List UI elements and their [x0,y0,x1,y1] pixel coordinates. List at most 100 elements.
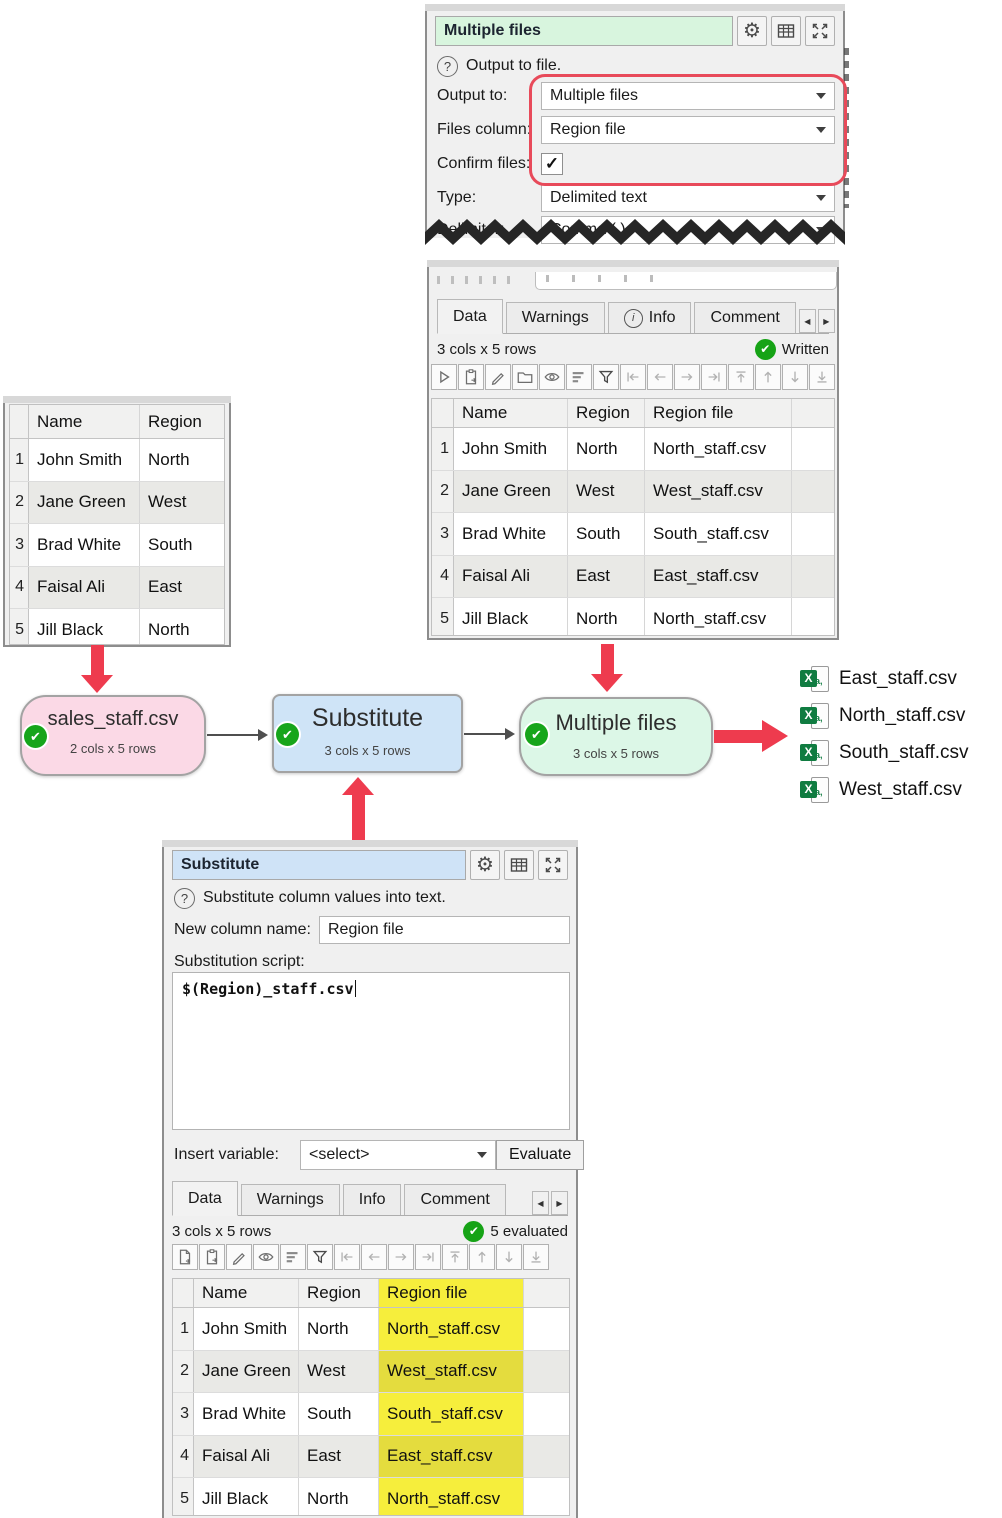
row-number: 1 [173,1308,194,1350]
tabs-scroll-right-button[interactable]: ▶ [817,309,835,333]
arrow-up-icon [473,1248,491,1266]
move-last-button[interactable] [701,364,727,390]
table-row: 2 Jane Green West [10,481,224,524]
tab-warnings[interactable]: Warnings [505,302,605,333]
confirm-files-checkbox[interactable]: ✓ [541,153,563,175]
move-down-button[interactable] [496,1244,522,1270]
type-select[interactable]: Delimited text [541,184,835,212]
text-caret [354,980,357,997]
check-glyph: ✔ [468,1224,479,1238]
table-row: 4 Faisal Ali East [10,566,224,609]
sort-bars-icon [284,1248,302,1266]
torn-partial-row [535,272,837,290]
pencil-icon [230,1248,248,1266]
insert-variable-select[interactable]: <select> [300,1140,496,1170]
expand-button[interactable] [538,850,568,880]
tabs-scroll-right-button[interactable]: ▶ [551,1191,568,1215]
input-data-table: Name Region 1 John Smith North 2 Jane Gr… [9,404,225,645]
options-button[interactable]: ⚙ [470,850,500,880]
table-row: 5 Jill Black North [10,609,224,644]
table-view-button[interactable] [771,16,801,46]
tab-comment[interactable]: Comment [694,302,796,333]
tab-data[interactable]: Data [172,1181,238,1216]
sort-button[interactable] [280,1244,306,1270]
cell-filler [792,556,834,598]
help-icon[interactable]: ? [174,887,195,909]
tab-info[interactable]: Info [342,1184,402,1215]
table-header-row: Name Region Region file [432,399,834,428]
tab-bar: Data Warnings i Info Comment ◀ ▶ [437,298,835,334]
arrow-bar-up-icon [446,1248,464,1266]
arrow-bar-right-icon [419,1248,437,1266]
tab-comment[interactable]: Comment [404,1184,506,1215]
tab-data[interactable]: Data [437,299,503,334]
table-view-button[interactable] [504,850,534,880]
open-folder-button[interactable] [512,364,538,390]
data-toolbar [172,1244,549,1270]
panel-title-field[interactable]: Multiple files [435,16,733,46]
tab-warnings[interactable]: Warnings [240,1184,340,1215]
cell-filler [524,1393,569,1435]
move-left-button[interactable] [361,1244,387,1270]
copy-button[interactable] [458,364,484,390]
flow-node-substitute[interactable]: ✔ Substitute 3 cols x 5 rows [272,694,463,773]
substitution-script-textarea[interactable]: $(Region)_staff.csv [172,972,570,1130]
move-first-button[interactable] [620,364,646,390]
torn-edge-top [162,840,578,847]
gear-icon: ⚙ [743,20,761,42]
tabs-scroll-left-button[interactable]: ◀ [532,1191,549,1215]
move-left-button[interactable] [647,364,673,390]
move-bottom-button[interactable] [523,1244,549,1270]
run-button[interactable] [431,364,457,390]
flow-node-output[interactable]: ✔ Multiple files 3 cols x 5 rows [519,697,713,776]
edit-button[interactable] [485,364,511,390]
edit-button[interactable] [226,1244,252,1270]
move-up-button[interactable] [469,1244,495,1270]
panel-title-field[interactable]: Substitute [172,850,466,880]
chevron-down-icon [816,93,826,99]
options-button[interactable]: ⚙ [737,16,767,46]
file-page-text: a, [815,749,823,760]
evaluate-button[interactable]: Evaluate [496,1140,585,1170]
move-last-button[interactable] [415,1244,441,1270]
output-file-name: West_staff.csv [839,779,962,800]
preview-button[interactable] [539,364,565,390]
torn-edge-top [3,396,231,403]
row-number-header [10,405,29,438]
substitution-script-label: Substitution script: [174,953,305,970]
table-row: 5 Jill Black North North_staff.csv [173,1478,569,1515]
move-bottom-button[interactable] [809,364,835,390]
move-down-button[interactable] [782,364,808,390]
red-arrow-down-shaft [91,645,104,677]
check-glyph: ✔ [531,726,542,742]
new-column-name-input[interactable]: Region file [319,916,570,944]
column-header-name: Name [29,405,140,438]
files-column-select[interactable]: Region file [541,116,835,144]
filter-button[interactable] [593,364,619,390]
move-right-button[interactable] [674,364,700,390]
new-file-button[interactable] [172,1244,198,1270]
cell-name: Jill Black [194,1478,299,1515]
flow-node-source[interactable]: ✔ sales_staff.csv 2 cols x 5 rows [20,695,206,776]
output-to-select[interactable]: Multiple files [541,82,835,110]
copy-button[interactable] [199,1244,225,1270]
sort-button[interactable] [566,364,592,390]
expand-button[interactable] [805,16,835,46]
row-number: 4 [173,1435,194,1477]
filter-button[interactable] [307,1244,333,1270]
info-icon: i [623,308,643,328]
tab-info[interactable]: i Info [607,302,692,333]
tabs-scroll-left-button[interactable]: ◀ [798,309,816,333]
move-up-button[interactable] [755,364,781,390]
help-icon[interactable]: ? [437,55,458,77]
move-first-button[interactable] [334,1244,360,1270]
new-column-name-label: New column name: [174,921,311,938]
script-text: $(Region)_staff.csv [182,980,354,998]
connector-line [207,734,263,736]
preview-button[interactable] [253,1244,279,1270]
arrow-up-icon [759,368,777,386]
table-row: 3 Brad White South South_staff.csv [432,513,834,556]
move-top-button[interactable] [728,364,754,390]
move-top-button[interactable] [442,1244,468,1270]
move-right-button[interactable] [388,1244,414,1270]
